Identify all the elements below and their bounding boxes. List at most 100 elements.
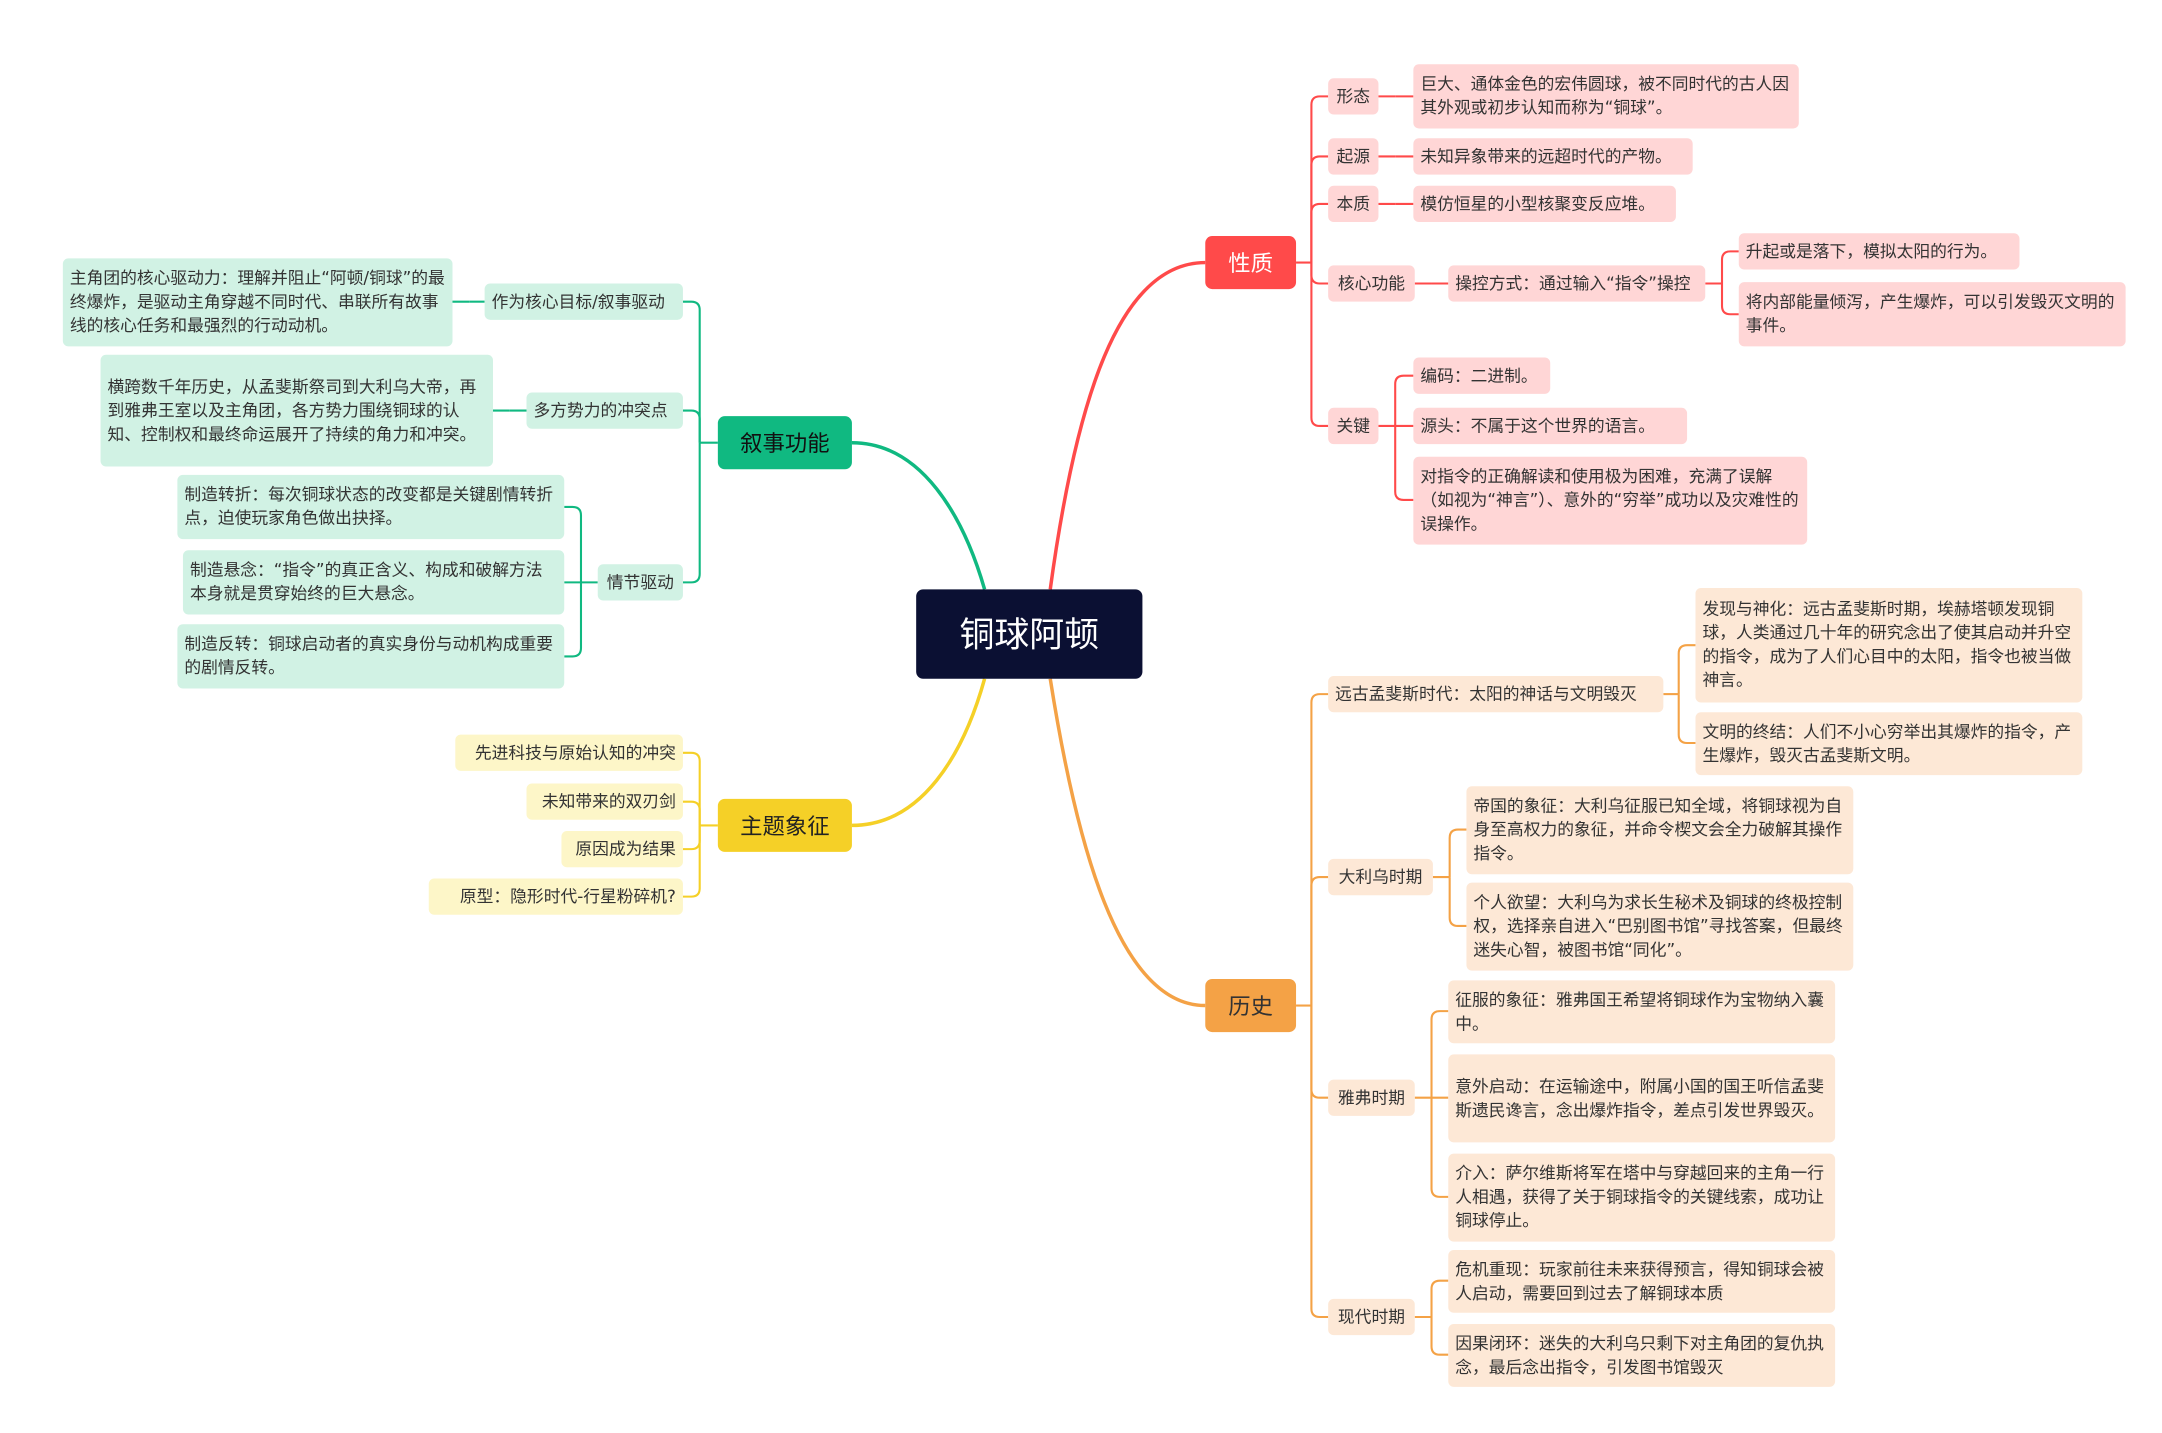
node-era2-label: 大利乌时期 bbox=[1338, 866, 1423, 887]
connector-line bbox=[1310, 1005, 1329, 1099]
node-conflict[interactable]: 多方势力的冲突点 bbox=[526, 392, 683, 429]
node-era4-e2[interactable]: 因果闭环：迷失的大利乌只剩下对主角团的复仇执念，最后念出指令，引发图书馆毁灭 bbox=[1448, 1323, 1836, 1387]
node-key[interactable]: 关键 bbox=[1328, 407, 1379, 445]
node-core-f2[interactable]: 将内部能量倾泻，产生爆炸，可以引发毁灭文明的事件。 bbox=[1738, 282, 2126, 347]
connector-line bbox=[1430, 1316, 1449, 1356]
node-core-method-text: 操控方式：通过输入“指令”操控 bbox=[1455, 273, 1691, 293]
node-era1-e2-text: 文明的终结：人们不小心穷举出其爆炸的指令，产生爆炸，毁灭古孟斐斯文明。 bbox=[1702, 721, 2072, 765]
node-goal-desc: 主角团的核心驱动力：理解并阻止“阿顿/铜球”的最终爆炸，是驱动主角穿越不同时代、… bbox=[69, 268, 445, 336]
node-era2-e2[interactable]: 个人欲望：大利乌为求长生秘术及铜球的终极控制权，选择亲自进入“巴别图书馆”寻找答… bbox=[1466, 882, 1854, 971]
connector-line bbox=[1310, 262, 1329, 285]
node-theme-t3[interactable]: 原因成为结果 bbox=[561, 830, 683, 868]
node-theme-t2-text: 未知带来的双刃剑 bbox=[541, 791, 676, 811]
connector-line bbox=[682, 300, 701, 443]
connector-line bbox=[1310, 95, 1329, 263]
connector-line bbox=[682, 409, 701, 443]
node-origin-text[interactable]: 未知异象带来的远超时代的产物。 bbox=[1413, 138, 1693, 175]
node-conflict-desc: 横跨数千年历史，从孟斐斯祭司到大利乌大帝，再到雅弗王室以及主角团，各方势力围绕铜… bbox=[107, 376, 477, 444]
node-theme-t1[interactable]: 先进科技与原始认知的冲突 bbox=[455, 734, 683, 771]
node-key-k2[interactable]: 源头：不属于这个世界的语言。 bbox=[1413, 407, 1688, 445]
node-form-text[interactable]: 巨大、通体金色的宏伟圆球，被不同时代的古人因其外观或初步认知而称为“铜球”。 bbox=[1413, 64, 1799, 129]
node-era2-e1-text: 帝国的象征：大利乌征服已知全域，将铜球视为自身至高权力的象征，并命令楔文会全力破… bbox=[1473, 796, 1843, 864]
connector-line bbox=[1430, 1097, 1449, 1198]
node-key-k3-text: 对指令的正确解读和使用极为困难，充满了误解（如视为“神言”）、意外的“穷举”成功… bbox=[1420, 466, 1799, 534]
node-form[interactable]: 形态 bbox=[1328, 78, 1379, 115]
connector-line bbox=[682, 825, 701, 898]
node-era4-e1-text: 危机重现：玩家前往未来获得预言，得知铜球会被人启动，需要回到过去了解铜球本质 bbox=[1455, 1259, 1824, 1303]
node-conflict-text[interactable]: 横跨数千年历史，从孟斐斯祭司到大利乌大帝，再到雅弗王室以及主角团，各方势力围绕铜… bbox=[100, 354, 493, 467]
connector-line bbox=[1677, 694, 1696, 745]
node-core-f1[interactable]: 升起或是落下，模拟太阳的行为。 bbox=[1738, 233, 2020, 270]
node-era1[interactable]: 远古孟斐斯时代：太阳的神话与文明毁灭 bbox=[1328, 675, 1664, 713]
connector-line bbox=[1310, 155, 1329, 263]
root-node[interactable]: 铜球阿顿 bbox=[916, 589, 1143, 679]
node-era2-e2-text: 个人欲望：大利乌为求长生秘术及铜球的终极控制权，选择亲自进入“巴别图书馆”寻找答… bbox=[1473, 892, 1843, 960]
node-era2-e1[interactable]: 帝国的象征：大利乌征服已知全域，将铜球视为自身至高权力的象征，并命令楔文会全力破… bbox=[1466, 786, 1854, 875]
node-plot-p1[interactable]: 制造转折：每次铜球状态的改变都是关键剧情转折点，迫使玩家角色做出抉择。 bbox=[177, 474, 565, 540]
node-era4[interactable]: 现代时期 bbox=[1328, 1298, 1415, 1336]
node-theme-t3-text: 原因成为结果 bbox=[575, 838, 676, 859]
node-key-k2-text: 源头：不属于这个世界的语言。 bbox=[1420, 415, 1655, 436]
connector-line bbox=[1430, 1010, 1449, 1098]
node-key-k3[interactable]: 对指令的正确解读和使用极为困难，充满了误解（如视为“神言”）、意外的“穷举”成功… bbox=[1413, 456, 1808, 545]
node-plot-p3-text: 制造反转：铜球启动者的真实身份与动机构成重要的剧情反转。 bbox=[184, 634, 554, 678]
node-essence[interactable]: 本质 bbox=[1328, 185, 1379, 223]
branch-theme[interactable]: 主题象征 bbox=[717, 798, 852, 852]
connector-line bbox=[1394, 425, 1414, 502]
connector-line bbox=[1048, 260, 1206, 590]
node-era3-e3-text: 介入：萨尔维斯将军在塔中与穿越回来的主角一行人相遇，获得了关于铜球指令的关键线索… bbox=[1455, 1163, 1824, 1231]
connector-line bbox=[1310, 693, 1329, 1006]
node-essence-label: 本质 bbox=[1336, 193, 1371, 213]
connector-line bbox=[682, 825, 701, 851]
node-era4-e2-text: 因果闭环：迷失的大利乌只剩下对主角团的复仇执念，最后念出指令，引发图书馆毁灭 bbox=[1455, 1333, 1824, 1377]
node-theme-t2[interactable]: 未知带来的双刃剑 bbox=[526, 783, 683, 820]
connector-line bbox=[1310, 262, 1329, 428]
node-era1-e1-text: 发现与神化：远古孟斐斯时期，埃赫塔顿发现铜球，人类通过几十年的研究念出了使其启动… bbox=[1702, 599, 2072, 690]
connector-line bbox=[1048, 678, 1206, 1008]
node-era3[interactable]: 雅弗时期 bbox=[1328, 1079, 1415, 1116]
connector-line bbox=[1720, 283, 1739, 316]
connector-line bbox=[682, 800, 701, 826]
node-core[interactable]: 核心功能 bbox=[1328, 265, 1415, 302]
node-goal[interactable]: 作为核心目标/叙事驱动 bbox=[484, 283, 683, 320]
node-goal-label: 作为核心目标/叙事驱动 bbox=[491, 291, 665, 311]
node-key-k1[interactable]: 编码：二进制。 bbox=[1413, 357, 1551, 394]
node-essence-desc: 模仿恒星的小型核聚变反应堆。 bbox=[1420, 193, 1655, 213]
node-essence-text[interactable]: 模仿恒星的小型核聚变反应堆。 bbox=[1413, 185, 1676, 223]
node-plot[interactable]: 情节驱动 bbox=[597, 564, 683, 601]
node-key-k1-text: 编码：二进制。 bbox=[1420, 365, 1538, 385]
connector-line bbox=[682, 442, 701, 584]
node-era3-e1[interactable]: 征服的象征：雅弗国王希望将铜球作为宝物纳入囊中。 bbox=[1448, 980, 1836, 1044]
node-era2[interactable]: 大利乌时期 bbox=[1328, 858, 1433, 896]
connector-line bbox=[564, 582, 583, 658]
connector-line bbox=[1720, 250, 1739, 284]
connector-line bbox=[1430, 1279, 1449, 1317]
branch-nature[interactable]: 性质 bbox=[1205, 236, 1297, 290]
connector-line bbox=[682, 751, 701, 826]
node-era4-e1[interactable]: 危机重现：玩家前往未来获得预言，得知铜球会被人启动，需要回到过去了解铜球本质 bbox=[1448, 1249, 1836, 1313]
node-era3-e3[interactable]: 介入：萨尔维斯将军在塔中与穿越回来的主角一行人相遇，获得了关于铜球指令的关键线索… bbox=[1448, 1153, 1836, 1242]
branch-narrative[interactable]: 叙事功能 bbox=[717, 416, 852, 470]
node-origin[interactable]: 起源 bbox=[1328, 138, 1379, 175]
branch-history[interactable]: 历史 bbox=[1205, 979, 1297, 1033]
node-core-f1-text: 升起或是落下，模拟太阳的行为。 bbox=[1745, 240, 1998, 261]
node-form-desc: 巨大、通体金色的宏伟圆球，被不同时代的古人因其外观或初步认知而称为“铜球”。 bbox=[1420, 74, 1790, 118]
node-plot-p2[interactable]: 制造悬念：“指令”的真正含义、构成和破解方法本身就是贯穿始终的巨大悬念。 bbox=[182, 550, 565, 615]
node-plot-p2-text: 制造悬念：“指令”的真正含义、构成和破解方法本身就是贯穿始终的巨大悬念。 bbox=[189, 560, 543, 604]
node-plot-p3[interactable]: 制造反转：铜球启动者的真实身份与动机构成重要的剧情反转。 bbox=[177, 624, 565, 689]
node-era3-e2-text: 意外启动：在运输途中，附属小国的国王听信孟斐斯遗民谗言，念出爆炸指令，差点引发世… bbox=[1455, 1076, 1824, 1120]
node-core-method[interactable]: 操控方式：通过输入“指令”操控 bbox=[1448, 265, 1706, 302]
node-goal-text[interactable]: 主角团的核心驱动力：理解并阻止“阿顿/铜球”的最终爆炸，是驱动主角穿越不同时代、… bbox=[62, 258, 453, 347]
root-label: 铜球阿顿 bbox=[959, 613, 1100, 655]
node-theme-t4[interactable]: 原型：隐形时代-行星粉碎机? bbox=[428, 878, 683, 915]
node-conflict-label: 多方势力的冲突点 bbox=[533, 400, 668, 420]
connector-line bbox=[1448, 828, 1467, 878]
node-era3-e2[interactable]: 意外启动：在运输途中，附属小国的国王听信孟斐斯遗民谗言，念出爆炸指令，差点引发世… bbox=[1448, 1054, 1836, 1143]
branch-narrative-label: 叙事功能 bbox=[740, 429, 830, 456]
node-era1-label: 远古孟斐斯时代：太阳的神话与文明毁灭 bbox=[1335, 683, 1637, 704]
node-era1-e2[interactable]: 文明的终结：人们不小心穷举出其爆炸的指令，产生爆炸，毁灭古孟斐斯文明。 bbox=[1695, 712, 2083, 776]
node-era3-e1-text: 征服的象征：雅弗国王希望将铜球作为宝物纳入囊中。 bbox=[1455, 989, 1824, 1033]
node-plot-p1-text: 制造转折：每次铜球状态的改变都是关键剧情转折点，迫使玩家角色做出抉择。 bbox=[184, 484, 554, 528]
node-era1-e1[interactable]: 发现与神化：远古孟斐斯时期，埃赫塔顿发现铜球，人类通过几十年的研究念出了使其启动… bbox=[1695, 587, 2083, 703]
